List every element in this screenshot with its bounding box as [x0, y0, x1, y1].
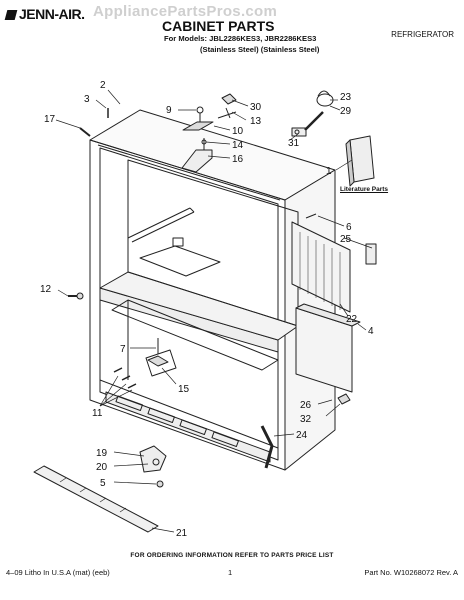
part-number: Part No. W10268072 Rev. A	[364, 568, 458, 577]
callout-17: 17	[44, 114, 56, 125]
watermark: AppliancePartsPros.com	[93, 3, 278, 20]
callout-10: 10	[232, 126, 244, 137]
literature-booklet	[345, 135, 375, 187]
page-number: 1	[228, 568, 233, 577]
callout-23: 23	[340, 92, 352, 103]
callout-21: 22	[346, 314, 358, 325]
callout-25: 25	[340, 234, 352, 245]
brand-logo: JENN-AIR.	[4, 6, 85, 22]
callout-13: 13	[250, 116, 262, 127]
callout-26: 26	[300, 400, 312, 411]
callout-31: 31	[288, 138, 300, 149]
callout-14: 14	[232, 140, 244, 151]
leader-lines	[55, 89, 373, 533]
callout-7: 7	[120, 344, 126, 355]
page-title: CABINET PARTS	[162, 18, 275, 34]
cabinet-shell	[89, 109, 336, 471]
side-screw	[68, 292, 84, 300]
callout-2: 2	[100, 80, 106, 91]
category-label: REFRIGERATOR	[391, 30, 454, 39]
literature-parts-label: Literature Parts	[340, 186, 389, 193]
callout-32: 32	[300, 414, 312, 425]
models-line: For Models: JBL2286KES3, JBR2286KES3	[164, 34, 317, 43]
callout-15: 15	[178, 384, 190, 395]
brand-name: JENN-AIR.	[19, 6, 85, 22]
print-info: 4–09 Litho In U.S.A (mat) (eeb)	[6, 568, 110, 577]
water-valve-parts	[217, 93, 307, 137]
callout-5: 6	[346, 222, 352, 233]
callout-12: 12	[40, 284, 52, 295]
callout-16: 16	[232, 154, 244, 165]
callout-29: 29	[340, 106, 352, 117]
callout-22: 21	[176, 528, 188, 539]
bottom-hinge-assembly	[139, 445, 167, 488]
callout-numbers: 2 3 17 9 30 13 10 14 16 31 23 29 1 6 25 …	[40, 80, 374, 539]
toe-kick-bar	[33, 465, 159, 533]
callout-30: 30	[250, 102, 262, 113]
drain-tube-parts	[304, 90, 334, 131]
callout-11: 11	[92, 408, 103, 419]
callout-19: 19	[96, 448, 108, 459]
callout-6: 5	[100, 478, 106, 489]
top-hinge-parts	[181, 106, 214, 173]
variants-line: (Stainless Steel) (Stainless Steel)	[200, 45, 320, 54]
ordering-note: FOR ORDERING INFORMATION REFER TO PARTS …	[130, 552, 334, 559]
callout-4: 4	[368, 326, 374, 337]
callout-3: 3	[84, 94, 90, 105]
callout-1: 1	[326, 166, 332, 177]
lower-panel	[295, 303, 361, 393]
callout-24: 24	[296, 430, 308, 441]
rear-grille	[291, 213, 377, 313]
callout-9: 9	[166, 105, 172, 116]
callout-20: 20	[96, 462, 108, 473]
